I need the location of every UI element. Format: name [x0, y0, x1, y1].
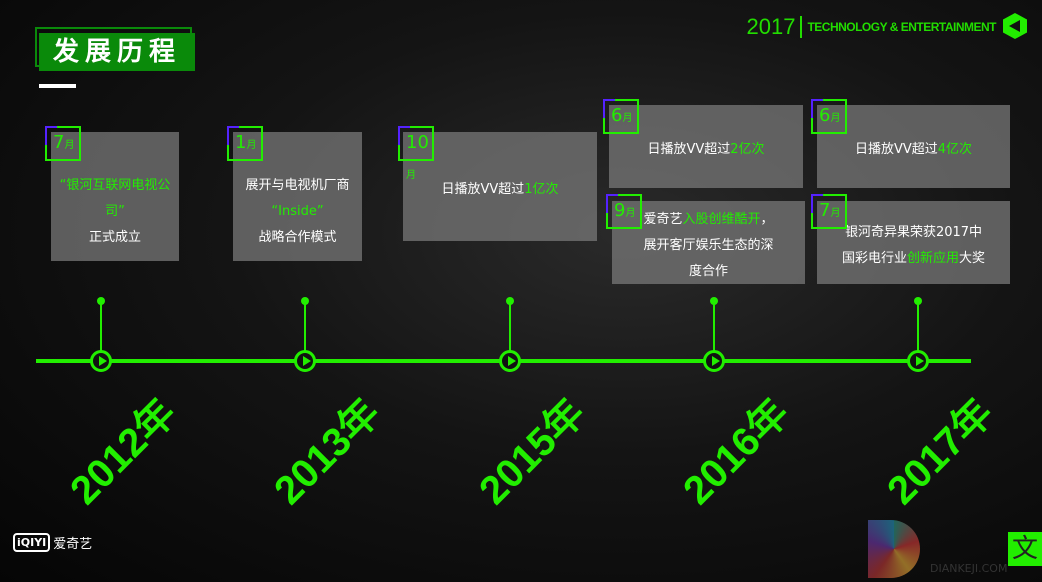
event-text: 大奖	[959, 250, 986, 266]
month-number: 6	[611, 105, 623, 126]
event-card: 日播放VV超过1亿次	[403, 132, 597, 241]
event-line: “银河互联网电视公司”	[51, 173, 179, 225]
timeline-stem	[713, 301, 715, 353]
brand-year: 2017	[746, 14, 796, 39]
brand-logo-icon	[1003, 13, 1027, 39]
month-badge: 7月	[45, 126, 81, 161]
month-badge: 9月	[606, 194, 642, 229]
event-card: 展开与电视机厂商 “Inside” 战略合作模式	[233, 132, 362, 261]
event-text: 展开与电视机厂商	[245, 177, 350, 193]
event-text: “Inside”	[271, 203, 324, 219]
divider	[800, 16, 803, 38]
month-suffix: 月	[830, 113, 841, 124]
event-text: 战略合作模式	[258, 229, 337, 245]
month-number: 1	[235, 132, 247, 153]
brand-header: 2017 TECHNOLOGY & ENTERTAINMENT	[746, 14, 996, 40]
brand-tagline: TECHNOLOGY & ENTERTAINMENT	[807, 20, 996, 34]
event-text: ，	[760, 211, 774, 227]
event-line: 战略合作模式	[258, 225, 336, 251]
watermark-char: 文	[1008, 532, 1042, 566]
event-card: 日播放VV超过2亿次	[609, 105, 803, 188]
timeline-stem	[100, 301, 102, 353]
event-line: 日播放VV超过4亿次	[855, 137, 972, 163]
event-line: 展开与电视机厂商	[245, 173, 349, 199]
event-text: 日播放VV超过	[854, 141, 938, 157]
event-line: 展开客厅娱乐生态的深	[643, 233, 773, 259]
logo-mark: iQIYI	[13, 533, 51, 552]
timeline-stem	[304, 301, 306, 353]
event-text: 爱奇艺	[643, 211, 683, 227]
event-text: 4亿次	[937, 141, 973, 157]
event-line: 日播放VV超过1亿次	[441, 177, 558, 203]
month-number: 7	[819, 200, 831, 221]
play-node-icon[interactable]	[294, 350, 316, 372]
iqiyi-logo: iQIYI 爱奇艺	[13, 533, 92, 552]
logo-text: 爱奇艺	[53, 537, 93, 552]
event-card: 银河奇异果荣获2017中国彩电行业创新应用大奖	[817, 201, 1010, 284]
event-text: 国彩电行业	[841, 250, 907, 266]
event-text: 日播放VV超过	[647, 141, 731, 157]
event-text: 银河奇异果荣获2017中	[844, 224, 983, 240]
year-label: 2016年	[675, 390, 798, 513]
month-suffix: 月	[625, 208, 636, 219]
month-suffix: 月	[246, 140, 257, 151]
month-suffix: 月	[622, 113, 633, 124]
event-line: 国彩电行业创新应用大奖	[842, 246, 985, 272]
play-node-icon[interactable]	[90, 350, 112, 372]
month-badge: 1月	[227, 126, 263, 161]
event-text: 入股创维酷开	[682, 211, 761, 227]
title-underline	[39, 84, 76, 88]
event-text: 正式成立	[88, 229, 141, 245]
event-line: 爱奇艺入股创维酷开，	[643, 207, 773, 233]
watermark-logo-icon	[868, 520, 920, 578]
event-text: 创新应用	[906, 250, 959, 266]
month-suffix: 月	[406, 170, 416, 181]
event-line: 度合作	[689, 259, 728, 285]
month-suffix: 月	[830, 208, 841, 219]
month-number: 10	[406, 132, 429, 153]
year-label: 2013年	[266, 390, 389, 513]
year-label: 2015年	[471, 390, 594, 513]
event-text: 日播放VV超过	[441, 181, 525, 197]
watermark-text: DIANKEJI.COM	[930, 562, 1008, 575]
event-line: 日播放VV超过2亿次	[647, 137, 764, 163]
event-text: 1亿次	[524, 181, 559, 197]
month-badge: 6月	[603, 99, 639, 134]
event-text: 2亿次	[730, 141, 765, 157]
month-number: 9	[614, 200, 626, 221]
month-suffix: 月	[64, 140, 75, 151]
month-badge: 10 月	[398, 126, 434, 181]
month-number: 6	[819, 105, 831, 126]
year-label: 2012年	[62, 390, 185, 513]
event-text: 度合作	[688, 263, 728, 279]
event-card: “银河互联网电视公司” 正式成立	[51, 132, 179, 261]
month-number: 7	[53, 132, 65, 153]
month-badge: 6月	[811, 99, 847, 134]
event-text: 展开客厅娱乐生态的深	[643, 237, 774, 253]
event-text: “银河互联网电视公司”	[59, 177, 171, 219]
timeline-stem	[509, 301, 511, 353]
month-badge: 7月	[811, 194, 847, 229]
event-line: 正式成立	[89, 225, 141, 251]
play-node-icon[interactable]	[907, 350, 929, 372]
year-label: 2017年	[879, 390, 1002, 513]
event-card: 日播放VV超过4亿次	[817, 105, 1010, 188]
page-title: 发展历程	[39, 33, 195, 71]
play-node-icon[interactable]	[499, 350, 521, 372]
event-line: 银河奇异果荣获2017中	[845, 220, 982, 246]
timeline-stem	[917, 301, 919, 353]
play-node-icon[interactable]	[703, 350, 725, 372]
event-line: “Inside”	[271, 199, 323, 225]
event-card: 爱奇艺入股创维酷开， 展开客厅娱乐生态的深度合作	[612, 201, 805, 284]
